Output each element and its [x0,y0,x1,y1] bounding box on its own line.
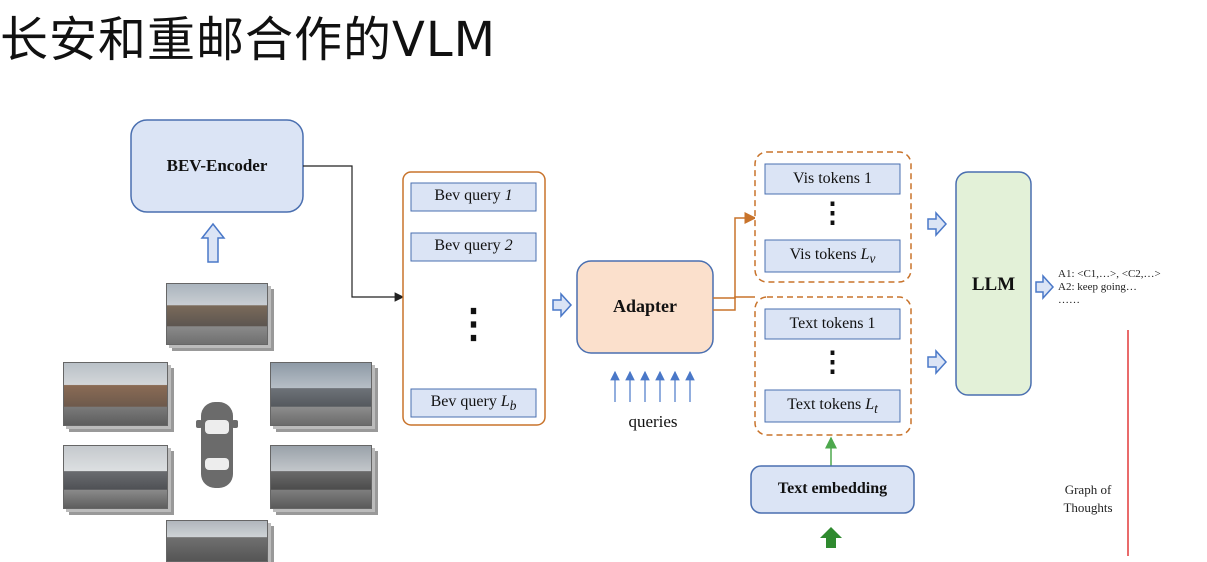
car-icon [196,402,238,488]
camera-front-image [166,283,268,345]
bev-query-lb-label: Bev query Lb [411,393,536,414]
text-tokens-lt-sub: t [874,401,878,417]
vis-tokens-lv-box [764,239,901,273]
bev-query-1-var: 1 [504,187,513,204]
text-embedding-label: Text embedding [777,480,888,497]
bev-query-2-text: Bev query [434,237,501,254]
llm-to-output-arrow [1035,274,1055,300]
camera-front-right-image [270,362,372,426]
text-tokens-1-box [764,308,901,340]
graph-label-line-1: Graph of [1064,482,1112,497]
adapter-label: Adapter [613,296,677,316]
query-to-adapter-arrow [552,292,573,318]
bev-query-2-label: Bev query 2 [411,237,536,255]
vis-to-llm-arrow [927,211,948,237]
graph-of-thoughts-label: Graph of Thoughts [1052,481,1124,517]
bev-query-dots: ⋮ [453,301,494,346]
bev-query-lb-box [410,388,537,418]
images-to-encoder-arrow [200,222,226,263]
camera-back-left-image [63,445,168,509]
adapter-to-vis-arrow [713,212,757,299]
queries-arrows [610,370,695,402]
vis-tokens-lv-var: L [860,246,870,263]
adapter-to-text-line [713,296,755,311]
output-line-3: …… [1058,294,1080,306]
vis-tokens-lv-sub: v [869,251,876,267]
vis-tokens-1-label: Vis tokens 1 [792,170,873,187]
text-to-llm-arrow [927,349,948,375]
graph-label-line-2: Thoughts [1063,500,1113,515]
bev-query-1-text: Bev query [434,187,501,204]
text-embedding-box [750,465,915,514]
vis-tokens-1-box [764,163,901,195]
bev-encoder-label: BEV-Encoder [166,156,268,175]
camera-back-right-image [270,445,372,509]
text-tokens-lt-label: Text tokens Lt [765,396,900,417]
bev-query-1-box [410,182,537,212]
vis-tokens-dots: ⋮ [818,198,847,229]
vis-tokens-lv-text: Vis tokens [789,246,857,263]
bev-query-lb-text: Bev query [430,393,497,410]
text-tokens-dots: ⋮ [818,347,847,378]
bev-query-2-box [410,232,537,262]
page-title: 长安和重邮合作的VLM [0,12,496,68]
llm-label: LLM [971,274,1016,295]
camera-front-left-image [63,362,168,426]
bev-query-2-var: 2 [504,237,513,254]
input-to-embedding-arrow [820,527,842,548]
adapter-box [576,260,714,354]
text-tokens-lt-text: Text tokens [787,396,862,413]
output-text: A1: <C1,…>, <C2,…> A2: keep going… …… [1058,268,1161,307]
bev-query-lb-sub: b [509,398,517,414]
text-tokens-lt-var: L [865,396,875,413]
vis-tokens-lv-label: Vis tokens Lv [765,246,900,267]
queries-label: queries [628,412,678,431]
output-line-1: A1: <C1,…>, <C2,…> [1058,268,1161,280]
bev-query-lb-var: L [500,393,510,410]
bev-query-1-label: Bev query 1 [411,187,536,205]
llm-box [955,171,1032,396]
text-tokens-lt-box [764,389,901,423]
encoder-to-query-arrow [303,165,405,302]
output-line-2: A2: keep going… [1058,281,1137,293]
text-tokens-1-label: Text tokens 1 [789,315,876,332]
